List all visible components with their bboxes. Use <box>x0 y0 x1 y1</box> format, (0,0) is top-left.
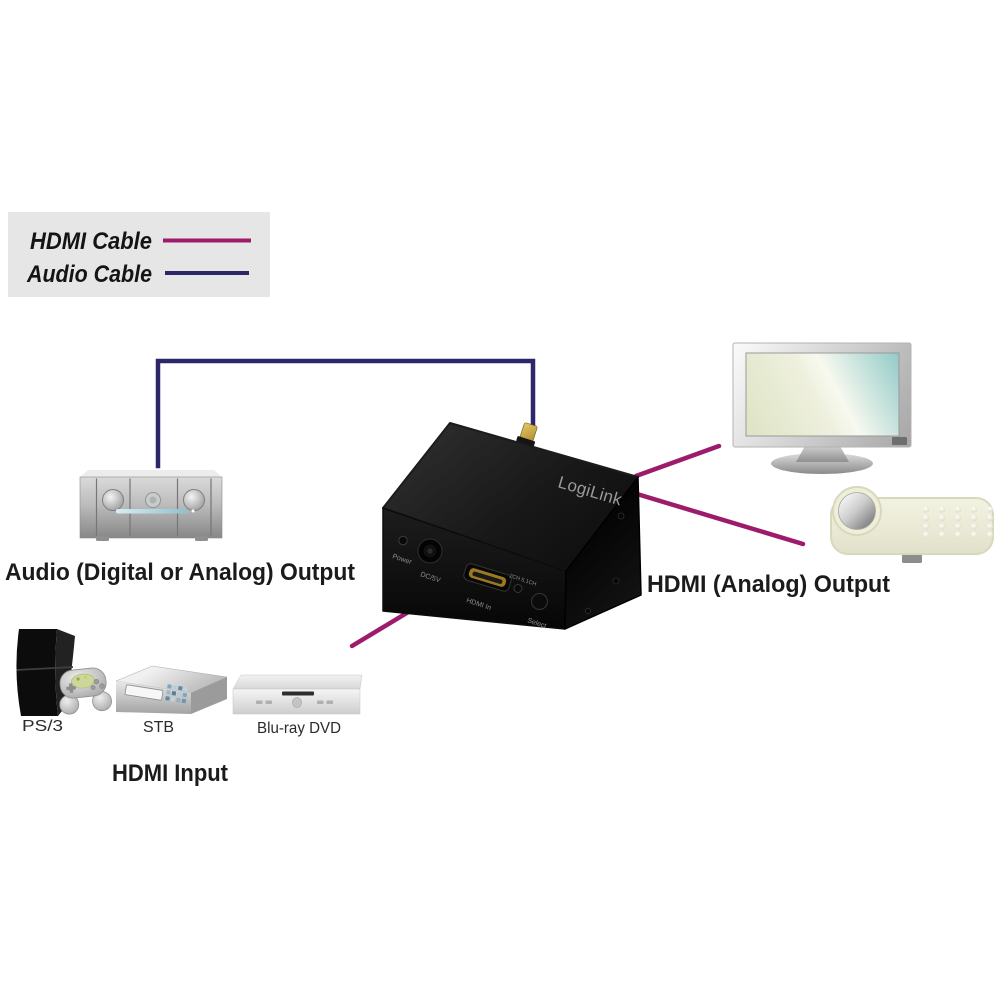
stb-keypad <box>165 684 189 704</box>
projector-lens <box>838 492 876 530</box>
receiver-input-knob <box>183 489 205 511</box>
mode-led <box>513 584 523 593</box>
vent-bump <box>986 506 994 513</box>
monitor-screen <box>745 352 900 437</box>
side-screw <box>612 577 620 585</box>
monitor-power-button <box>892 437 907 445</box>
ps3-seam-line <box>16 666 74 671</box>
vent-bump <box>970 523 978 530</box>
vent-bump <box>986 514 994 522</box>
receiver-top-face <box>80 470 222 477</box>
stb-key <box>170 696 176 702</box>
vent-bump <box>970 514 978 522</box>
bluray-button <box>256 700 263 704</box>
stb-key <box>177 685 183 691</box>
vent-bump <box>954 523 962 530</box>
vent-bump <box>938 531 946 539</box>
hdmi-port-slot <box>472 571 503 584</box>
hdmi-converter-box: LogiLink Power DC/5V HDMI In 2CH 5.1CH S… <box>382 422 642 630</box>
legend-audio-cable-label: Audio Cable <box>26 261 152 288</box>
audio-cable-receiver-to-converter <box>155 358 536 469</box>
bluray-eject-knob <box>292 697 302 708</box>
controller-button <box>93 678 100 685</box>
stb-display <box>124 684 164 701</box>
receiver-indicator-dot <box>191 509 195 513</box>
vent-bump <box>986 523 994 530</box>
coax-audio-connector <box>516 422 538 447</box>
vent-bump <box>954 506 962 513</box>
bluray-disc-slot <box>282 691 314 696</box>
controller-center-pad <box>70 673 95 689</box>
set-top-box <box>115 665 228 714</box>
receiver-center-dial-inner <box>149 496 157 504</box>
stb-key <box>165 696 170 701</box>
stb-key <box>176 697 181 703</box>
ps3-body <box>16 629 58 716</box>
monitor-neck <box>796 446 849 462</box>
receiver-volume-knob <box>102 489 124 511</box>
controller-pad-dot <box>83 675 88 679</box>
bluray-button <box>317 700 324 704</box>
vent-bump <box>938 523 946 530</box>
stb-label: STB <box>143 719 174 736</box>
controller-button <box>90 685 96 690</box>
hdmi-in-port <box>463 563 512 592</box>
vent-bump <box>938 514 946 522</box>
projector <box>830 486 994 563</box>
monitor <box>732 342 912 474</box>
stb-key <box>181 698 187 704</box>
stb-key <box>172 685 178 690</box>
diagram-labels: Audio (Digital or Analog) Output HDMI (A… <box>5 559 890 787</box>
dc-power-jack-pin <box>427 548 433 554</box>
bluray-top-face <box>232 674 363 690</box>
hdmi-input-label: HDMI Input <box>112 760 228 787</box>
vent-bump <box>954 514 962 522</box>
audio-output-label: Audio (Digital or Analog) Output <box>5 559 355 586</box>
ps3-label: PS/3 <box>22 718 63 735</box>
projector-vents <box>922 506 994 539</box>
coax-connector-base <box>516 436 536 447</box>
bluray-player <box>232 674 363 715</box>
controller-button <box>99 683 105 689</box>
controller-pad-dot <box>76 677 80 681</box>
side-screw <box>585 608 592 615</box>
ps3-console <box>16 629 112 716</box>
hdmi-output-label: HDMI (Analog) Output <box>647 571 890 598</box>
vent-bump <box>922 514 930 522</box>
stb-key <box>177 691 182 697</box>
receiver-foot <box>96 536 109 541</box>
stb-key <box>183 686 189 692</box>
legend-hdmi-cable-label: HDMI Cable <box>30 228 152 255</box>
hdmi-cable-converter-to-monitor <box>633 443 722 479</box>
bluray-label: Blu-ray DVD <box>257 720 341 737</box>
vent-bump <box>922 506 930 513</box>
side-screw <box>617 512 625 520</box>
stb-key <box>182 692 188 698</box>
vent-bump <box>970 506 978 513</box>
bluray-button <box>326 700 333 704</box>
legend-background <box>8 212 270 297</box>
stb-key <box>167 684 172 689</box>
stb-key <box>171 691 177 696</box>
select-button <box>531 593 548 610</box>
game-controller <box>59 667 112 715</box>
vent-bump <box>954 531 962 539</box>
power-led <box>398 535 408 546</box>
monitor-base <box>771 453 873 474</box>
av-receiver <box>79 470 223 541</box>
stb-key <box>166 690 171 695</box>
vent-bump <box>938 506 946 513</box>
bluray-button <box>265 700 272 704</box>
receiver-display-strip <box>116 509 188 514</box>
vent-bump <box>922 523 930 530</box>
receiver-foot <box>195 536 208 541</box>
controller-dpad <box>68 683 74 693</box>
vent-bump <box>986 531 994 539</box>
legend-panel: HDMI Cable Audio Cable <box>8 212 270 297</box>
hdmi-cable-converter-to-projector <box>634 491 806 547</box>
vent-bump <box>970 531 978 539</box>
vent-bump <box>922 531 930 539</box>
stb-side-face <box>191 677 227 714</box>
